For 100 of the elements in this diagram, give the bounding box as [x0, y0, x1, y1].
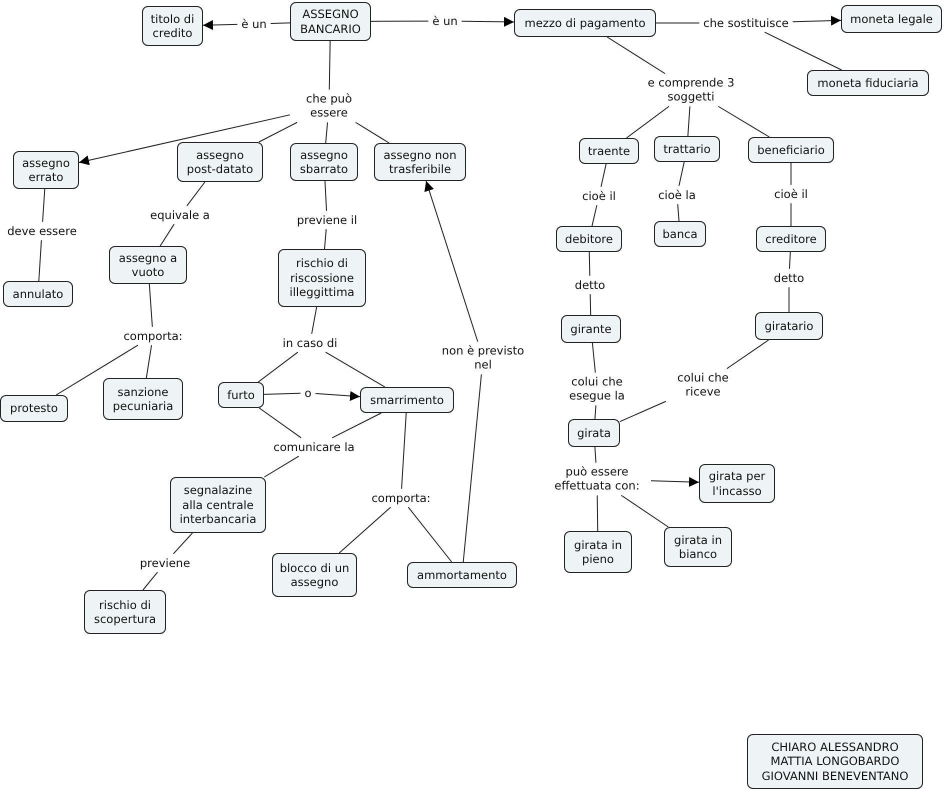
linking-phrase: detto	[572, 278, 608, 292]
connector-line	[264, 392, 301, 395]
concept-box: assegno post-datato	[177, 142, 263, 182]
connector-line	[788, 252, 791, 270]
connector-line	[718, 106, 770, 138]
connector-line	[606, 36, 666, 74]
concept-box: girante	[561, 315, 621, 343]
concept-box: assegno a vuoto	[109, 246, 187, 284]
author-box	[747, 734, 923, 789]
connector-line	[678, 162, 685, 186]
connector-line	[172, 532, 193, 554]
concept-box: girata	[568, 419, 620, 447]
connector-line	[325, 122, 328, 144]
concept-box: assegno sbarrato	[290, 143, 358, 181]
linking-phrase: cioè il	[580, 188, 618, 204]
concept-box: moneta fiduciaria	[807, 70, 929, 96]
connector-line	[328, 40, 331, 90]
connector-line	[338, 506, 392, 554]
connector-line	[687, 106, 690, 136]
connector-line	[370, 20, 429, 22]
linking-phrase: previene	[138, 556, 192, 570]
concept-box: ASSEGNO BANCARIO	[290, 2, 371, 41]
connector-line	[401, 412, 407, 490]
linking-phrase: cioè la	[656, 188, 698, 202]
arrow	[650, 476, 700, 487]
concept-box: assegno errato	[13, 151, 79, 189]
connector-line	[677, 204, 680, 222]
concept-box: annulato	[3, 281, 73, 307]
connector-line	[596, 494, 598, 532]
connector-line	[324, 228, 327, 250]
connector-line	[588, 252, 590, 276]
connector-line	[332, 412, 382, 438]
author-name: MATTIA LONGOBARDO	[770, 754, 900, 769]
concept-box: blocco di un assegno	[272, 553, 357, 597]
connector-line	[790, 202, 792, 226]
concept-box: furto	[218, 382, 264, 408]
author-name: CHIARO ALESSANDRO	[771, 740, 899, 754]
concept-box: moneta legale	[841, 5, 942, 33]
connector-line	[594, 404, 596, 420]
concept-box: girata in bianco	[664, 527, 732, 567]
linking-phrase: previene il	[294, 212, 360, 228]
concept-box: girata per l'incasso	[699, 464, 775, 503]
concept-box: beneficiario	[748, 137, 834, 163]
concept-box: sanzione pecuniaria	[103, 378, 183, 420]
connector-line	[324, 180, 328, 212]
connector-line	[764, 32, 842, 70]
connector-line	[592, 342, 596, 374]
arrow	[424, 180, 478, 342]
connector-line	[788, 286, 790, 312]
connector-line	[626, 106, 670, 138]
linking-phrase: equivale a	[148, 208, 212, 222]
concept-box: trattario	[654, 136, 720, 162]
connector-line	[311, 306, 318, 334]
connector-line	[590, 294, 592, 316]
connector-line	[264, 456, 300, 478]
connector-line	[270, 22, 290, 24]
connector-line	[146, 344, 152, 378]
concept-box: rischio di scopertura	[84, 590, 166, 634]
connector-line	[408, 506, 452, 562]
concept-box: smarrimento	[360, 387, 454, 413]
concept-box: debitore	[556, 226, 622, 252]
connector-line	[258, 122, 298, 142]
concept-box: giratario	[755, 312, 823, 340]
concept-box: ammortamento	[407, 562, 517, 588]
connector-line	[258, 352, 298, 382]
connector-line	[620, 400, 666, 422]
connector-line	[42, 188, 46, 222]
connector-line	[462, 374, 482, 562]
connector-line	[620, 494, 669, 528]
concept-box: mezzo di pagamento	[514, 9, 656, 37]
connector-line	[790, 162, 792, 186]
connector-line	[258, 408, 302, 438]
arrow	[461, 16, 514, 27]
connector-line	[148, 284, 153, 328]
connector-line	[325, 352, 386, 388]
arrow	[202, 20, 238, 30]
linking-phrase: in caso di	[280, 336, 340, 350]
connector-line	[142, 572, 158, 590]
connector-line	[600, 164, 607, 188]
linking-phrase: detto	[772, 270, 806, 286]
connector-line	[355, 122, 390, 144]
author-name: GIOVANNI BENEVENTANO	[762, 768, 908, 784]
concept-box: titolo di credito	[142, 6, 203, 46]
linking-phrase: cioè il	[772, 186, 810, 202]
concept-box: protesto	[0, 395, 68, 422]
connector-line	[656, 22, 700, 24]
connector-line	[160, 224, 175, 246]
connector-line	[594, 446, 596, 464]
concept-box: traente	[579, 138, 639, 164]
linking-phrase: deve essere	[5, 224, 79, 238]
linking-phrase: è un	[430, 14, 460, 28]
connector-line	[56, 344, 138, 396]
connector-line	[592, 204, 598, 226]
concept-box: banca	[654, 221, 706, 247]
connector-line	[186, 182, 206, 206]
arrow	[78, 114, 290, 166]
concept-box: assegno non trasferibile	[374, 143, 466, 181]
linking-phrase: è un	[239, 16, 269, 32]
arrow	[315, 390, 360, 401]
connector-line	[726, 340, 770, 370]
